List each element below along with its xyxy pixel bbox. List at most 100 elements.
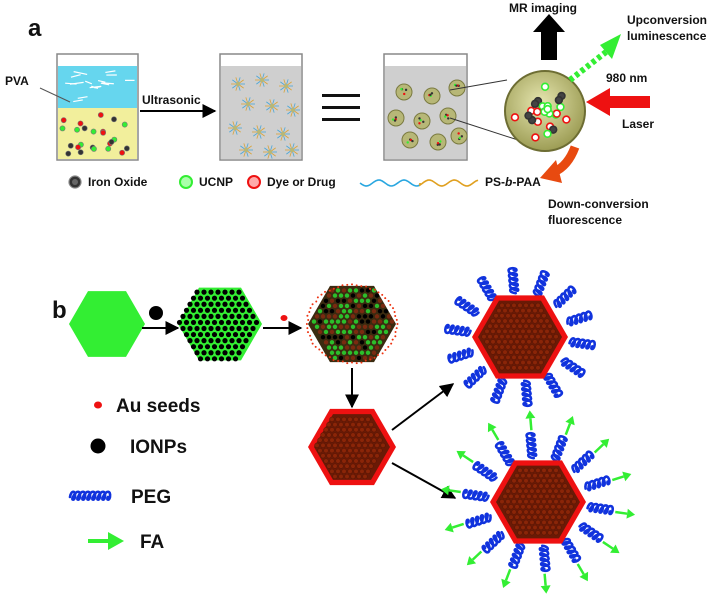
seeded-dot bbox=[344, 324, 350, 329]
core-dot bbox=[323, 458, 329, 464]
micelle bbox=[265, 99, 279, 113]
core-dot bbox=[508, 328, 514, 334]
seeded-dot bbox=[368, 345, 374, 350]
au-seed-dot bbox=[395, 327, 398, 330]
core-dot bbox=[535, 302, 541, 308]
core-dot bbox=[502, 318, 508, 324]
capsule-particle bbox=[406, 141, 409, 144]
core-dot bbox=[553, 478, 559, 484]
peg-chain bbox=[472, 461, 498, 482]
core-dot bbox=[538, 318, 544, 324]
au-seed-dot bbox=[324, 290, 327, 293]
micelle bbox=[239, 143, 253, 157]
seeded-dot bbox=[326, 345, 332, 350]
core-dot bbox=[547, 498, 553, 505]
legend-peg-chain bbox=[68, 490, 112, 501]
au-seed-dot bbox=[391, 338, 394, 341]
core-dot bbox=[368, 453, 374, 459]
core-dot bbox=[550, 328, 556, 334]
capsule-zoom bbox=[504, 70, 586, 152]
micelle bbox=[263, 145, 277, 159]
core-dot bbox=[356, 432, 362, 438]
core-dot bbox=[496, 339, 502, 345]
seeded-dot bbox=[389, 319, 395, 324]
upconversion-arrow bbox=[568, 34, 621, 83]
core-dot bbox=[326, 421, 332, 428]
seeded-dot bbox=[341, 319, 347, 324]
ionp-coated-hexagon bbox=[176, 287, 262, 362]
capsule-particle bbox=[418, 122, 421, 125]
seeded-dot bbox=[350, 293, 356, 298]
seeded-dot bbox=[338, 314, 344, 319]
core-dot bbox=[538, 524, 544, 531]
seeded-dot bbox=[344, 314, 350, 319]
ionp-dot bbox=[246, 331, 253, 338]
seeded-dot bbox=[323, 340, 329, 345]
core-dot bbox=[362, 432, 368, 438]
capsule-particle bbox=[554, 95, 564, 105]
fa-stem bbox=[504, 568, 512, 581]
au-seed-dot bbox=[351, 361, 353, 364]
capsule-shell bbox=[448, 79, 466, 97]
capsule-particle bbox=[404, 88, 408, 92]
seeded-dot bbox=[359, 288, 365, 293]
peg-chain bbox=[525, 431, 538, 460]
micelle-core bbox=[243, 147, 249, 153]
seeded-dot bbox=[347, 329, 353, 335]
micelle bbox=[279, 79, 293, 93]
au-seed-dot bbox=[306, 331, 309, 334]
seeded-dot bbox=[383, 329, 389, 335]
core-dot bbox=[532, 359, 538, 366]
core-dot bbox=[344, 421, 350, 428]
arrow-peg bbox=[391, 383, 455, 431]
seeded-dot bbox=[377, 308, 383, 314]
ionp-dot bbox=[232, 295, 239, 301]
micelle bbox=[231, 77, 245, 91]
core-dot bbox=[353, 427, 359, 433]
core-dot bbox=[505, 333, 511, 340]
core-dot bbox=[365, 468, 371, 474]
au-seed-dot bbox=[332, 359, 335, 362]
emulsion-particle bbox=[74, 126, 80, 133]
core-dot bbox=[502, 349, 508, 355]
core-dot bbox=[517, 509, 523, 515]
au-seed-dot bbox=[381, 293, 384, 296]
core-dot bbox=[332, 473, 338, 480]
seeded-dot bbox=[347, 308, 353, 314]
capsule-particle bbox=[436, 142, 440, 145]
capsule bbox=[429, 133, 447, 151]
seeded-dot bbox=[347, 350, 353, 355]
core-dot bbox=[529, 333, 535, 340]
core-dot bbox=[517, 467, 523, 473]
ionp-dot bbox=[190, 307, 197, 313]
core-dot bbox=[541, 478, 547, 484]
core-dot bbox=[508, 504, 514, 510]
seeded-dot bbox=[377, 329, 383, 335]
core-dot bbox=[490, 328, 496, 334]
ionp-dot bbox=[194, 338, 200, 344]
seeded-dot bbox=[374, 334, 380, 340]
core-dot bbox=[508, 307, 514, 314]
core-dot bbox=[538, 493, 544, 499]
seeded-dot bbox=[350, 334, 356, 340]
core-dot bbox=[347, 458, 353, 464]
ionp-dot bbox=[180, 325, 186, 332]
core-dot bbox=[523, 302, 529, 308]
core-dot bbox=[484, 328, 490, 334]
core-dot bbox=[523, 365, 529, 371]
fa-head bbox=[599, 438, 610, 448]
pva-label: PVA bbox=[5, 74, 29, 88]
core-dot bbox=[362, 453, 368, 459]
upconversion-label-2: luminescence bbox=[627, 29, 707, 43]
core-dot bbox=[550, 339, 556, 345]
core-dot bbox=[550, 493, 556, 499]
pva-pointer bbox=[39, 87, 71, 103]
fa-head bbox=[440, 485, 450, 496]
core-dot bbox=[520, 493, 526, 499]
seeded-dot bbox=[326, 314, 332, 319]
peg-chain bbox=[584, 475, 611, 492]
core-dot bbox=[356, 453, 362, 459]
core-dot bbox=[550, 514, 556, 520]
core-dot bbox=[335, 468, 341, 474]
seeded-dot bbox=[335, 350, 341, 355]
